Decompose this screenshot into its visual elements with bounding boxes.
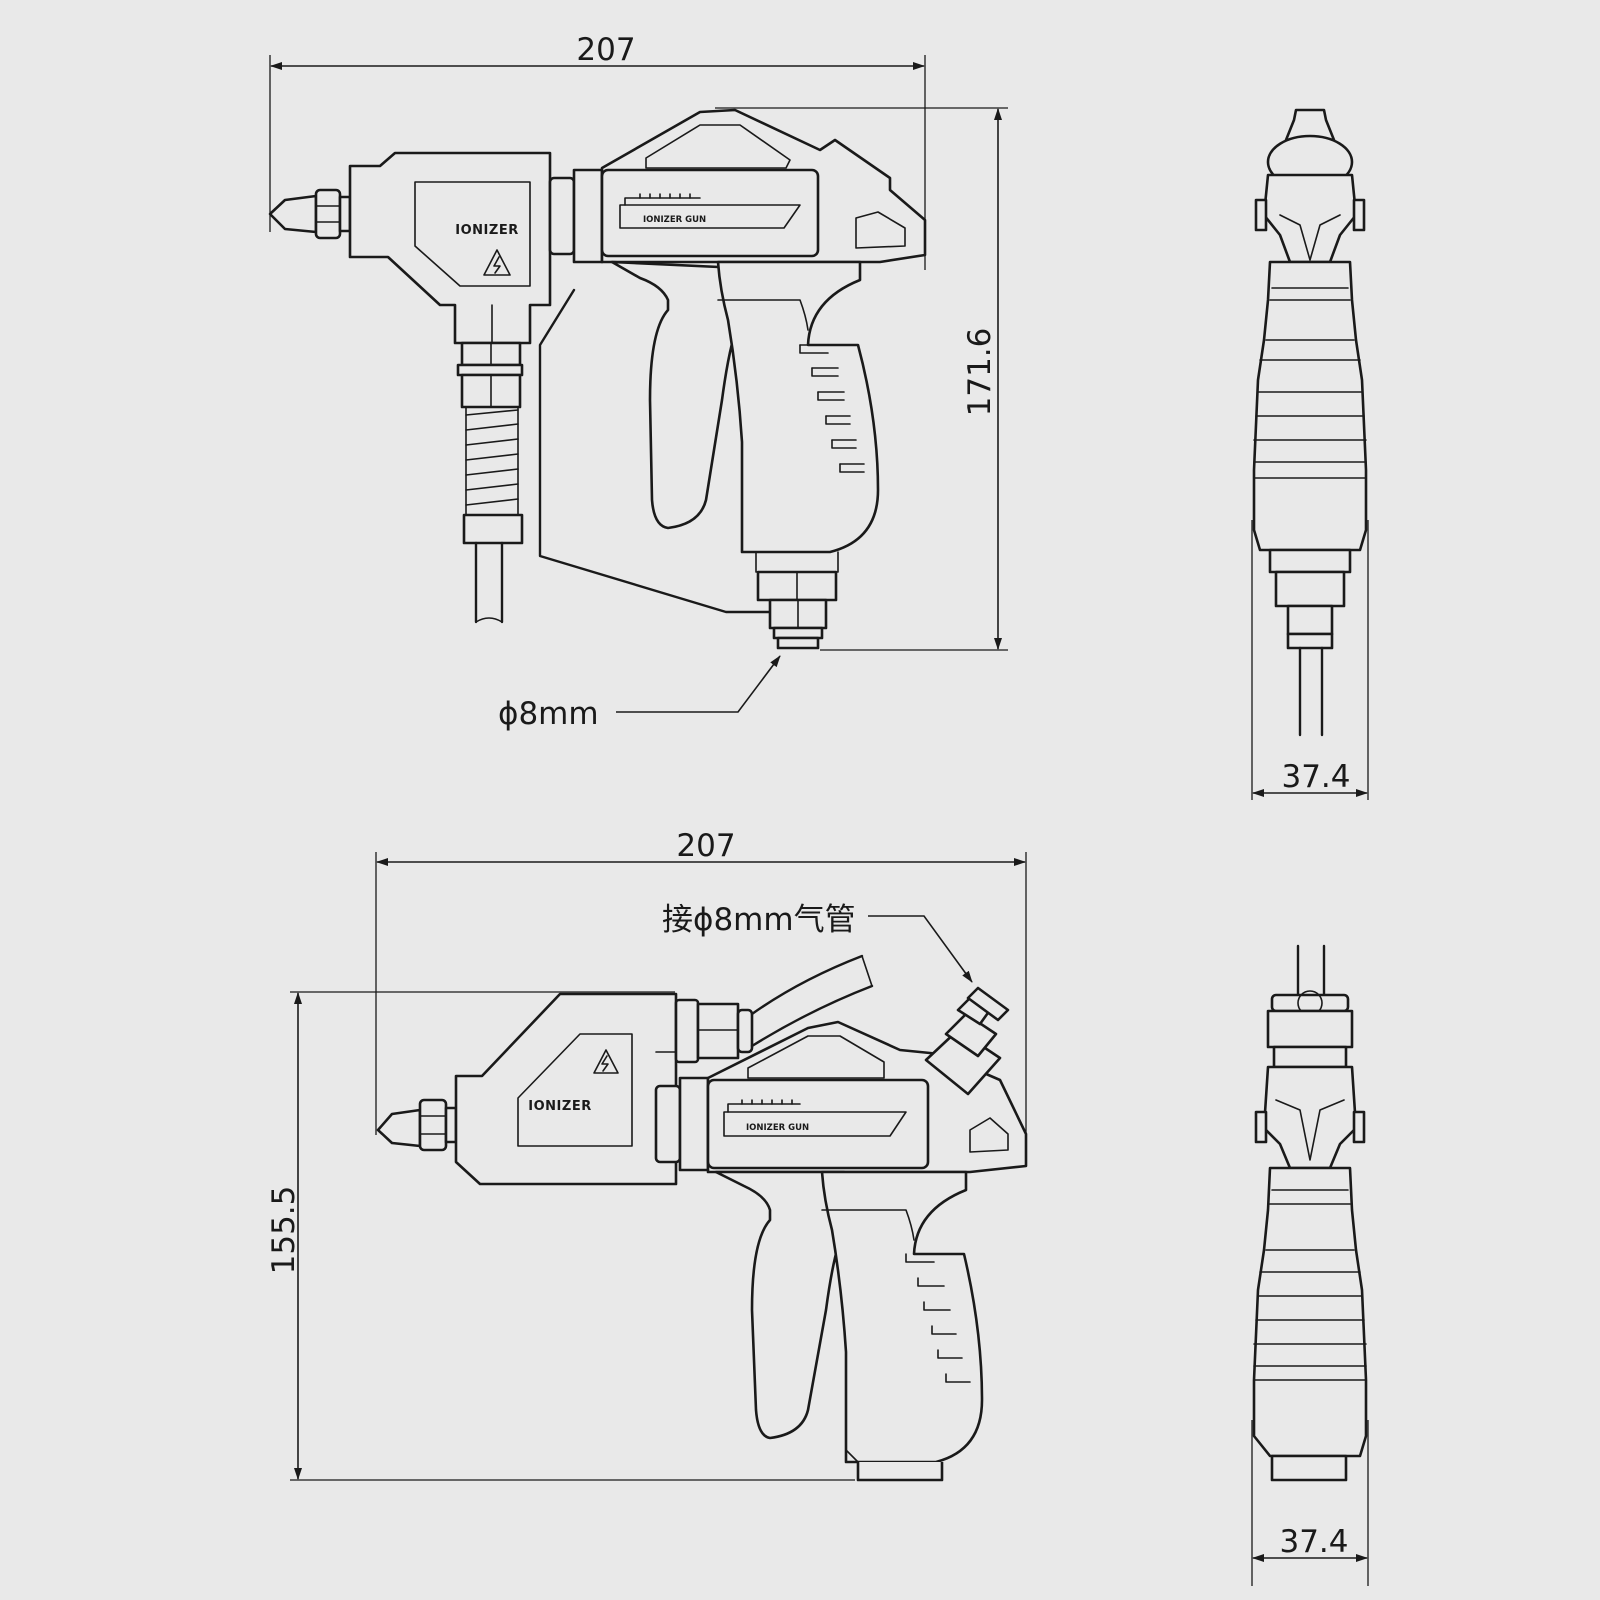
side-view-top: 207 171.6 IONIZER xyxy=(268,32,1008,732)
width-dimension-value-bottom: 207 xyxy=(676,828,735,864)
gun-label: IONIZER GUN xyxy=(643,215,706,225)
height-dimension-bottom: 155.5 xyxy=(266,991,855,1481)
width-dimension-value: 207 xyxy=(576,32,635,68)
front-view-bottom: 37.4 xyxy=(1251,944,1369,1586)
side-view-bottom: 207 155.5 IONIZER xyxy=(266,828,1028,1482)
fitting-callout-top: ϕ8mm xyxy=(498,655,781,732)
fitting-note-bottom: 接ϕ8mm气管 xyxy=(662,902,856,938)
width-dimension-front-bottom: 37.4 xyxy=(1251,1420,1369,1586)
nozzle-bottom xyxy=(376,1098,458,1152)
height-dimension-value: 171.6 xyxy=(962,328,998,417)
front-view-top: 37.4 xyxy=(1251,108,1369,800)
trigger-bottom[interactable] xyxy=(714,1170,866,1440)
cable-fitting-bottom xyxy=(674,954,874,1064)
front-width-dimension-value-bottom: 37.4 xyxy=(1279,1524,1348,1560)
fitting-note: ϕ8mm xyxy=(498,696,599,732)
width-dimension-front-top: 37.4 xyxy=(1251,520,1369,800)
air-fitting-top xyxy=(756,570,838,650)
width-dimension-bottom: 207 xyxy=(375,828,1027,1165)
wire-guard xyxy=(538,288,772,614)
width-dimension-top: 207 xyxy=(269,32,926,270)
nozzle xyxy=(268,188,352,240)
gun-label-bottom: IONIZER GUN xyxy=(746,1123,809,1133)
module-label-bottom: IONIZER xyxy=(528,1099,591,1114)
cable-strain-relief xyxy=(456,341,524,624)
gun-body: IONIZER GUN xyxy=(600,108,927,264)
module-label: IONIZER xyxy=(455,223,518,238)
handle-grip-bottom xyxy=(820,1170,984,1482)
module-connector-bottom xyxy=(654,1076,710,1172)
handle-grip xyxy=(716,260,880,573)
high-voltage-warning-icon xyxy=(593,1049,619,1074)
module-connector xyxy=(548,168,604,264)
air-fitting-bottom xyxy=(924,986,1010,1096)
ionizer-module-bottom: IONIZER xyxy=(454,992,678,1186)
height-dimension-value-bottom: 155.5 xyxy=(266,1186,302,1275)
ionizer-module: IONIZER xyxy=(348,151,552,345)
high-voltage-warning-icon xyxy=(483,249,511,276)
front-width-dimension-value: 37.4 xyxy=(1281,759,1350,795)
fitting-callout-bottom: 接ϕ8mm气管 xyxy=(662,902,973,983)
height-dimension-top: 171.6 xyxy=(715,107,1008,651)
trigger[interactable] xyxy=(610,260,762,530)
